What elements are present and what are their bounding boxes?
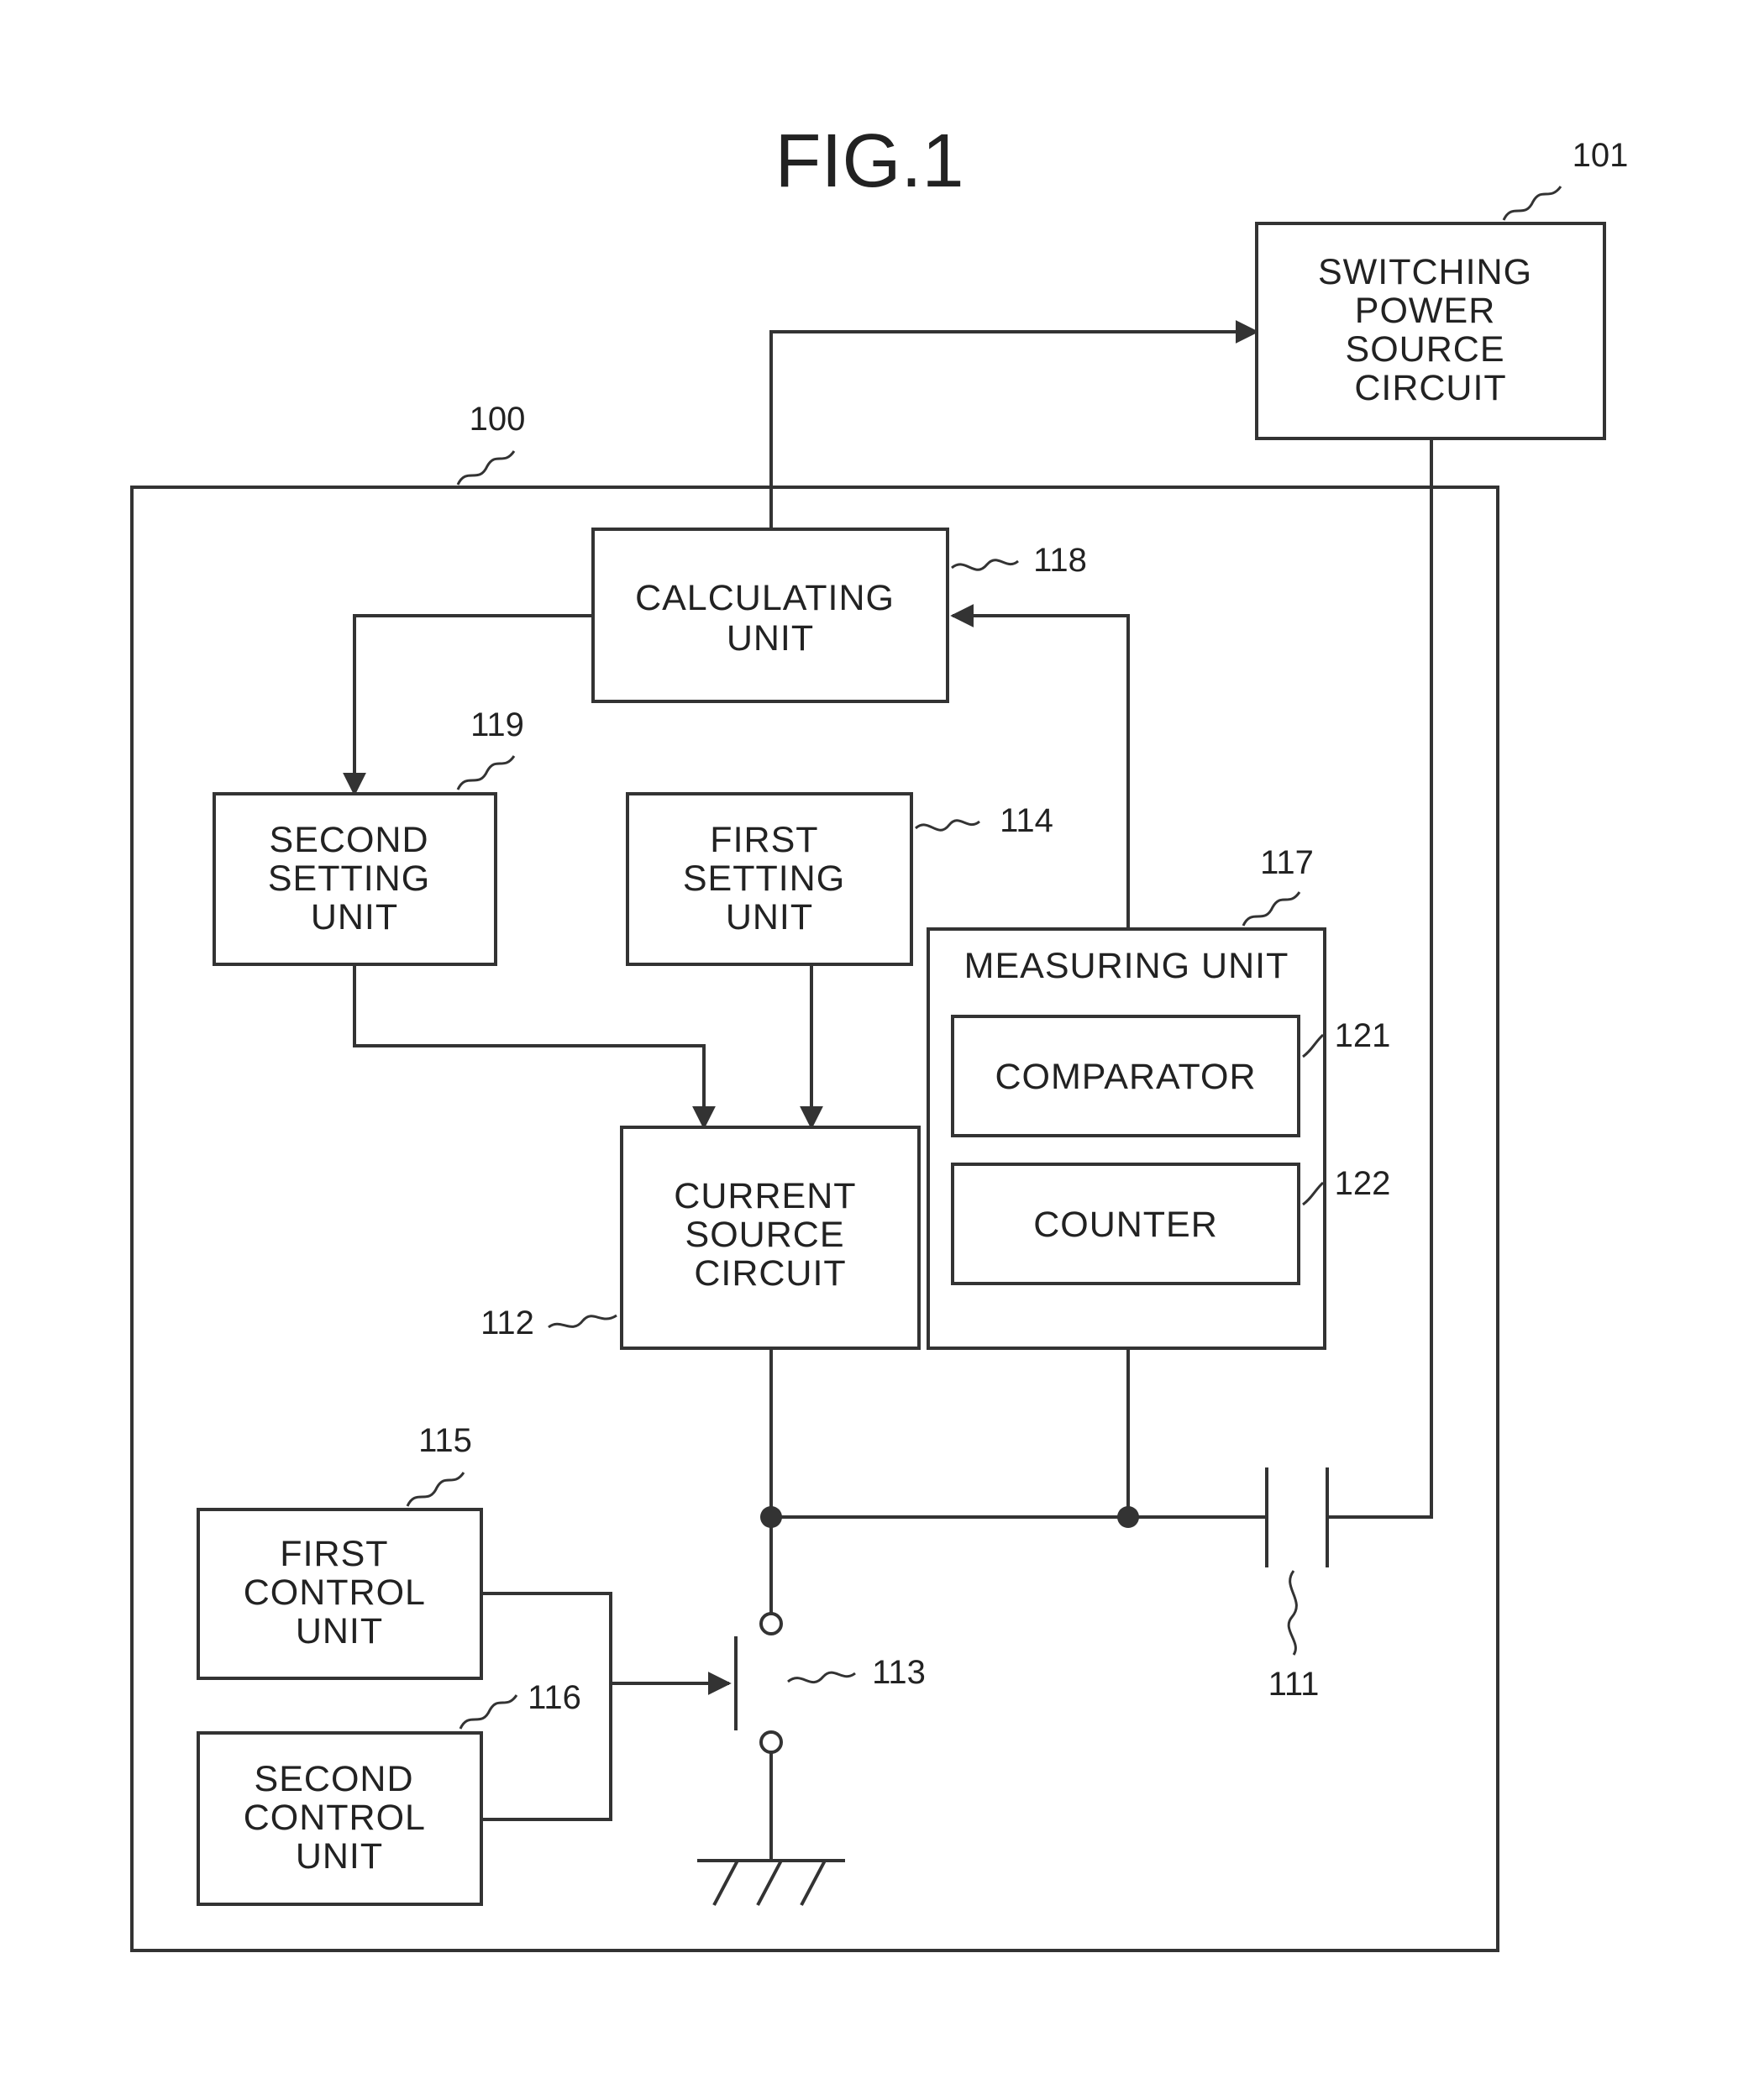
- ref-116: 116: [528, 1679, 581, 1716]
- leader-111: [1289, 1571, 1296, 1655]
- measuring-unit-label: MEASURING UNIT: [964, 946, 1289, 986]
- ref-113: 113: [872, 1654, 926, 1691]
- switch-bottom-terminal: [761, 1732, 781, 1752]
- leader-101: [1504, 186, 1561, 220]
- ref-101: 101: [1573, 137, 1629, 174]
- ref-119: 119: [470, 706, 524, 743]
- ref-112: 112: [480, 1305, 534, 1341]
- comparator-label: COMPARATOR: [995, 1057, 1256, 1097]
- figure-title: FIG.1: [774, 119, 964, 203]
- wire-measure-to-calc: [953, 616, 1128, 929]
- wire-calc-to-second-setting: [354, 616, 593, 794]
- junction-node-current: [760, 1506, 782, 1528]
- leader-118: [952, 560, 1018, 570]
- leader-114: [916, 821, 979, 831]
- switch-top-terminal: [761, 1614, 781, 1634]
- ref-115: 115: [418, 1422, 472, 1459]
- ref-117: 117: [1260, 844, 1314, 881]
- current-source-circuit-label: CURRENT SOURCE CIRCUIT: [674, 1176, 866, 1294]
- ref-111: 111: [1268, 1666, 1320, 1703]
- wire-power-to-battery: [1327, 438, 1431, 1517]
- leader-113: [788, 1672, 855, 1682]
- wire-calc-to-power: [771, 332, 1257, 529]
- leader-100: [458, 451, 514, 485]
- junction-node-measure: [1117, 1506, 1139, 1528]
- leader-117: [1243, 892, 1300, 926]
- ref-114: 114: [1000, 802, 1053, 839]
- leader-119: [458, 756, 514, 790]
- measuring-unit-box: [928, 929, 1325, 1348]
- ref-118: 118: [1033, 542, 1087, 579]
- leader-115: [407, 1473, 464, 1506]
- ground-symbol: [697, 1861, 845, 1905]
- leader-112: [549, 1315, 617, 1327]
- ref-121: 121: [1335, 1017, 1391, 1054]
- ref-100: 100: [470, 401, 526, 438]
- wire-second-setting-to-current: [354, 964, 704, 1127]
- counter-label: COUNTER: [1033, 1205, 1218, 1245]
- wire-control-units-to-switch: [481, 1593, 729, 1819]
- ref-122: 122: [1335, 1165, 1391, 1202]
- leader-116: [460, 1695, 517, 1729]
